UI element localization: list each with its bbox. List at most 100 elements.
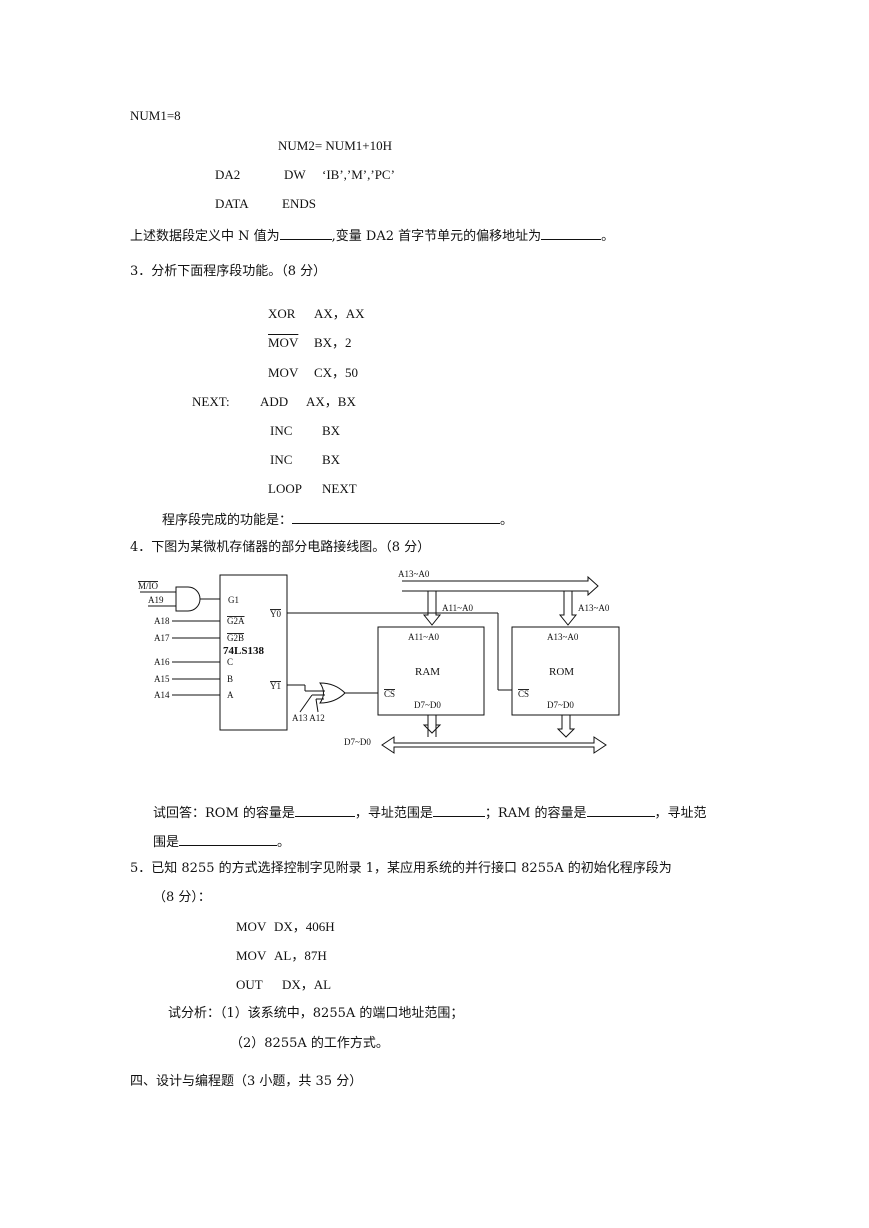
code-num2: NUM2= NUM1+10H: [278, 138, 392, 153]
code-num1: NUM1=8: [130, 108, 181, 123]
q3-answer-suffix: 。: [500, 513, 514, 528]
section4-heading: 四、设计与编程题（3 小题，共 35 分）: [130, 1074, 363, 1089]
q3-args-1: BX，2: [314, 335, 352, 350]
code-data-label: DATA: [215, 196, 249, 211]
ram-cs: CS: [384, 689, 395, 699]
pin-b: B: [227, 674, 233, 684]
wire-a13: [299, 694, 313, 713]
q3-op-2: MOV: [268, 365, 299, 380]
q3-op-6: LOOP: [268, 481, 302, 496]
rom-box: [511, 626, 620, 716]
q3-op-1: MOV: [268, 335, 299, 350]
data-bus-arrow: [381, 736, 607, 754]
q5-args-2: DX，AL: [282, 977, 332, 992]
q3-args-4: BX: [322, 423, 341, 438]
rom-address-arrow: [558, 591, 578, 626]
q4-a1-p2: ，寻址范围是: [354, 806, 433, 821]
decoder-74ls138: [219, 574, 288, 731]
q3-args-2: CX，50: [314, 365, 359, 380]
code-data-ends: ENDS: [282, 196, 316, 211]
label-data-bus: D7~D0: [344, 737, 371, 747]
q3-op-3: ADD: [260, 394, 289, 409]
q3-blank-function[interactable]: [292, 510, 501, 524]
q4-blank-rom-capacity[interactable]: [294, 803, 355, 817]
pin-y1: Y1: [270, 681, 281, 691]
q4-a1-p3: ；RAM 的容量是: [484, 806, 587, 821]
q5-ask1: 试分析：（1）该系统中，8255A 的端口地址范围；: [168, 1006, 464, 1021]
pin-y0: Y0: [270, 609, 281, 619]
q4-blank-rom-range[interactable]: [432, 803, 485, 817]
q4-a2-p2: 。: [277, 835, 291, 850]
q4-a1-p1: 试回答：ROM 的容量是: [153, 806, 295, 821]
q4-a2-p1: 围是: [153, 835, 180, 850]
memory-circuit-diagram: M/IO A19 A18 A17 A16 A15 A14 G1 G2A G2B …: [138, 569, 620, 754]
label-a16: A16: [154, 657, 170, 667]
wire-a12: [315, 698, 319, 713]
label-address-bus: A13~A0: [398, 569, 430, 579]
label-a17: A17: [154, 633, 170, 643]
pin-g2a: G2A: [227, 616, 245, 626]
rom-label: ROM: [549, 666, 574, 678]
q5-title: 5．已知 8255 的方式选择控制字见附录 1，某应用系统的并行接口 8255A…: [130, 861, 672, 876]
q5-ask2: （2）8255A 的工作方式。: [230, 1036, 389, 1051]
and-gate: [175, 586, 201, 612]
pin-c: C: [227, 657, 233, 667]
q3-op-4: INC: [270, 423, 293, 438]
q3-answer-prefix: 程序段完成的功能是：: [162, 513, 293, 528]
pin-g1: G1: [228, 595, 239, 605]
rom-data-arrow: [556, 715, 576, 738]
q3-args-0: AX，AX: [314, 306, 365, 321]
code-da2-op: DW: [284, 167, 306, 182]
decoder-name: 74LS138: [223, 645, 264, 657]
q5-op-0: MOV: [236, 919, 267, 934]
ram-box: [377, 626, 485, 716]
rom-data: D7~D0: [547, 700, 574, 710]
q5-args-0: DX，406H: [274, 919, 335, 934]
label-or-inputs: A13 A12: [292, 713, 325, 723]
q2-part2: ,变量 DA2 首字节单元的偏移地址为: [331, 229, 542, 244]
rom-addr: A13~A0: [547, 632, 579, 642]
label-mio: M/IO: [138, 581, 159, 591]
label-a18: A18: [154, 616, 170, 626]
q4-answer-line2: 围是 。: [153, 832, 290, 851]
label-rom-addr-in: A13~A0: [578, 603, 610, 613]
q2-blank-offset[interactable]: [541, 226, 602, 240]
ram-address-arrow: [422, 591, 442, 626]
q3-title: 3．分析下面程序段功能。（8 分）: [130, 264, 327, 279]
label-a19: A19: [148, 595, 164, 605]
code-da2-args: ‘IB’,’M’,’PC’: [322, 167, 395, 182]
q3-op-5: INC: [270, 452, 293, 467]
q3-op-0: XOR: [268, 306, 296, 321]
q5-args-1: AL，87H: [274, 948, 327, 963]
ram-addr: A11~A0: [408, 632, 440, 642]
q4-blank-ram-range[interactable]: [179, 832, 278, 846]
q4-answer-line1: 试回答：ROM 的容量是 ，寻址范围是 ；RAM 的容量是 ，寻址范: [153, 803, 707, 822]
rom-cs: CS: [518, 689, 529, 699]
q2-part3: 。: [601, 229, 615, 244]
pin-a: A: [227, 690, 234, 700]
q2-part1: 上述数据段定义中 N 值为: [130, 229, 280, 244]
q3-label-next: NEXT:: [192, 394, 230, 409]
ram-data-arrow: [422, 715, 442, 737]
q3-args-5: BX: [322, 452, 341, 467]
q5-op-1: MOV: [236, 948, 267, 963]
label-a14: A14: [154, 690, 170, 700]
q3-args-3: AX，BX: [306, 394, 356, 409]
q4-blank-ram-capacity[interactable]: [586, 803, 655, 817]
code-da2-label: DA2: [215, 167, 241, 182]
ram-label: RAM: [415, 666, 440, 678]
address-bus-arrow: [402, 575, 599, 597]
label-a15: A15: [154, 674, 170, 684]
q3-args-6: NEXT: [322, 481, 357, 496]
pin-g2b: G2B: [227, 633, 244, 643]
q4-a1-p4: ，寻址范: [654, 806, 707, 821]
q2-blank-n[interactable]: [279, 226, 332, 240]
q3-answer: 程序段完成的功能是： 。: [162, 510, 513, 529]
q5-title2: （8 分）：: [153, 890, 211, 905]
or-gate: [319, 682, 346, 704]
ram-data: D7~D0: [414, 700, 441, 710]
label-ram-addr-in: A11~A0: [442, 603, 474, 613]
q4-title: 4．下图为某微机存储器的部分电路接线图。（8 分）: [130, 540, 431, 555]
q5-op-2: OUT: [236, 977, 263, 992]
q2-sentence: 上述数据段定义中 N 值为 ,变量 DA2 首字节单元的偏移地址为 。: [130, 226, 614, 245]
